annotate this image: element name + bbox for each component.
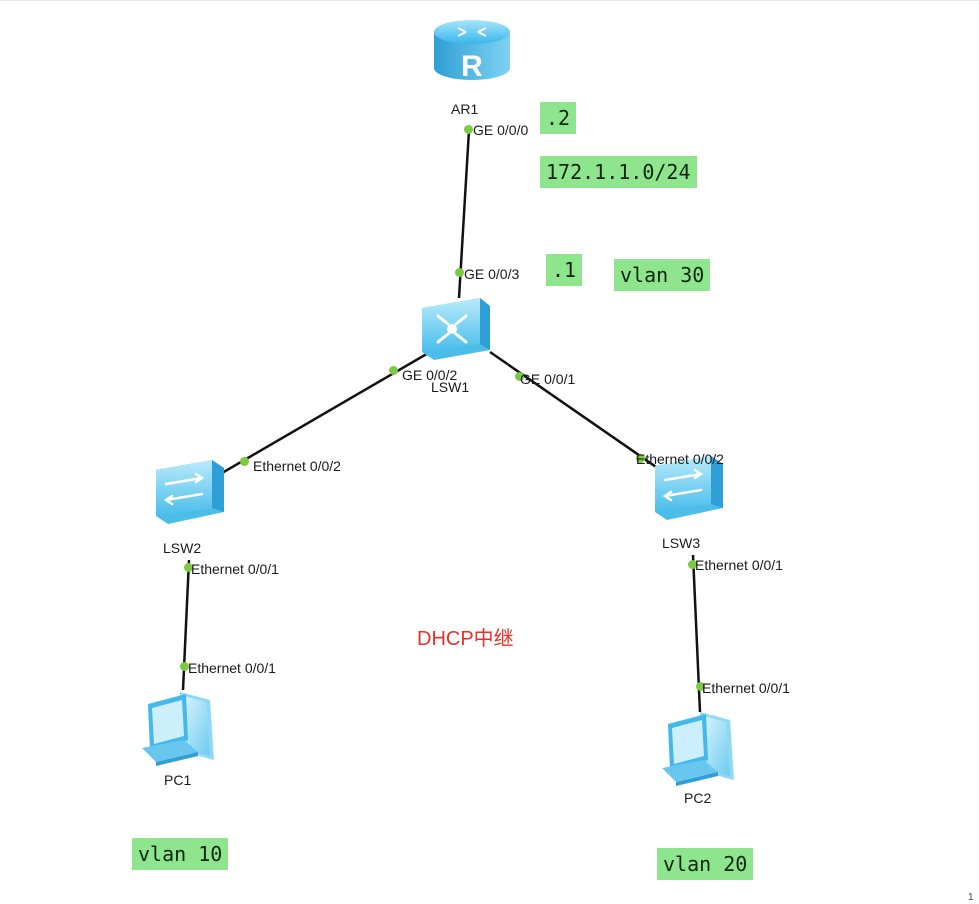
port-dot <box>180 662 189 671</box>
edge-mark: 1 <box>968 892 974 903</box>
port-dot <box>636 454 645 463</box>
pc-icon[interactable] <box>142 692 214 766</box>
ar1-ip-annotation: .2 <box>540 102 577 134</box>
switch-icon[interactable] <box>655 456 723 520</box>
device-label-lsw3: LSW3 <box>662 535 701 551</box>
top-border <box>0 0 979 1</box>
port-label: Ethernet 0/0/1 <box>702 680 790 696</box>
port-label: GE 0/0/3 <box>464 266 520 282</box>
lsw1-ip-annotation: .1 <box>546 254 583 286</box>
port-dot <box>688 560 697 569</box>
port-dot <box>455 268 464 277</box>
port-label: Ethernet 0/0/2 <box>636 451 724 467</box>
core-switch-icon[interactable] <box>422 298 490 360</box>
port-dot <box>240 457 249 466</box>
device-label-pc1: PC1 <box>164 772 192 788</box>
port-label: Ethernet 0/0/2 <box>253 458 341 474</box>
port-label: Ethernet 0/0/1 <box>191 561 279 577</box>
vlan20-annotation: vlan 20 <box>657 848 754 880</box>
port-dot <box>184 563 193 572</box>
port-label: Ethernet 0/0/1 <box>188 660 276 676</box>
subnet-annotation: 172.1.1.0/24 <box>540 156 697 188</box>
svg-text:R: R <box>461 50 483 83</box>
port-label: GE 0/0/1 <box>520 371 576 387</box>
pc-icon[interactable] <box>662 712 734 786</box>
port-dot <box>464 125 473 134</box>
device-label-ar1: AR1 <box>451 101 479 117</box>
vlan30-annotation: vlan 30 <box>614 259 711 291</box>
port-label: Ethernet 0/0/1 <box>695 557 783 573</box>
port-label: GE 0/0/2 <box>402 367 458 383</box>
port-dot <box>515 372 524 381</box>
dhcp-relay-title: DHCP中继 <box>417 628 514 650</box>
vlan10-annotation: vlan 10 <box>132 838 229 870</box>
port-dot <box>696 682 705 691</box>
router-icon[interactable]: R <box>434 20 510 83</box>
links <box>181 129 702 713</box>
port-dot <box>389 366 398 375</box>
device-label-lsw1: LSW1 <box>431 379 470 395</box>
port-label: GE 0/0/0 <box>473 122 529 138</box>
switch-icon[interactable] <box>156 460 224 524</box>
device-label-pc2: PC2 <box>684 790 712 806</box>
device-label-lsw2: LSW2 <box>163 540 202 556</box>
